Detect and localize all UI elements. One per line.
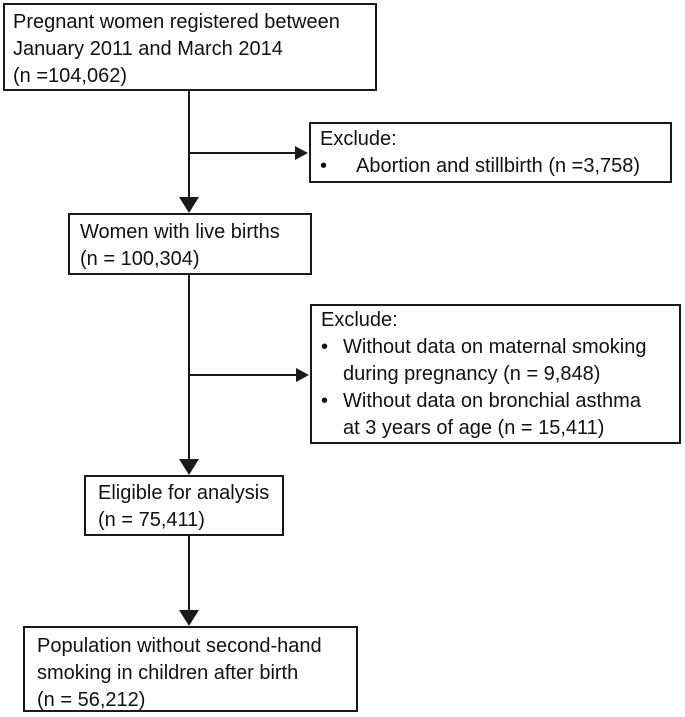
box-eligible-line1: Eligible for analysis — [98, 482, 270, 504]
bullet-icon: • — [321, 336, 329, 358]
exclude-2-bullet-item: • Without data on maternal smoking durin… — [321, 334, 673, 388]
connector-branch-to-exclude-1 — [189, 152, 296, 154]
arrow-right-icon — [295, 146, 308, 160]
box-population-line1: Population without second-hand — [37, 635, 322, 657]
bullet-icon: • — [320, 155, 328, 177]
box-registered-count: (n =104,062) — [13, 65, 127, 87]
exclude-2-bullet1-text: Without data on maternal smoking during … — [343, 334, 647, 388]
exclude-2-bullet2-line2: at 3 years of age (n = 15,411) — [343, 417, 605, 439]
exclude-2-bullet2-line1: Without data on bronchial asthma — [343, 390, 641, 412]
arrow-down-icon — [179, 610, 199, 626]
arrow-right-icon — [296, 368, 309, 382]
connector-registered-to-livebirths — [188, 91, 190, 199]
box-exclude-abortion: Exclude: • Abortion and stillbirth (n =3… — [309, 122, 672, 183]
box-eligible-for-analysis: Eligible for analysis (n = 75,411) — [84, 475, 284, 536]
exclude-1-bullet-item: • Abortion and stillbirth (n =3,758) — [320, 153, 662, 180]
box-population-line2: smoking in children after birth — [37, 662, 299, 684]
box-registered-line1: Pregnant women registered between — [13, 11, 340, 33]
box-registered-line2: January 2011 and March 2014 — [13, 38, 283, 60]
connector-branch-to-exclude-2 — [189, 374, 297, 376]
box-final-population: Population without second-hand smoking i… — [23, 626, 358, 712]
bullet-icon: • — [321, 390, 329, 412]
exclude-1-title: Exclude: — [320, 128, 397, 150]
exclude-2-bullet-item: • Without data on bronchial asthma at 3 … — [321, 388, 673, 442]
connector-eligible-to-population — [188, 536, 190, 612]
box-eligible-count: (n = 75,411) — [98, 509, 205, 531]
arrow-down-icon — [179, 459, 199, 475]
connector-livebirths-to-eligible — [188, 275, 190, 461]
box-live-births-line1: Women with live births — [80, 221, 280, 243]
exclude-2-bullet1-line1: Without data on maternal smoking — [343, 336, 647, 358]
exclude-1-bullet-text: Abortion and stillbirth (n =3,758) — [356, 155, 641, 177]
box-population-count: (n = 56,212) — [37, 689, 146, 711]
box-registered-women: Pregnant women registered between Januar… — [3, 3, 377, 91]
arrow-down-icon — [179, 197, 199, 213]
exclude-2-title: Exclude: — [321, 309, 398, 331]
box-live-births-count: (n = 100,304) — [80, 248, 200, 270]
exclude-2-bullet1-line2: during pregnancy (n = 9,848) — [343, 363, 601, 385]
box-exclude-missing-data: Exclude: • Without data on maternal smok… — [310, 304, 681, 444]
box-live-births: Women with live births (n = 100,304) — [68, 213, 312, 275]
exclude-2-bullet2-text: Without data on bronchial asthma at 3 ye… — [343, 388, 641, 442]
